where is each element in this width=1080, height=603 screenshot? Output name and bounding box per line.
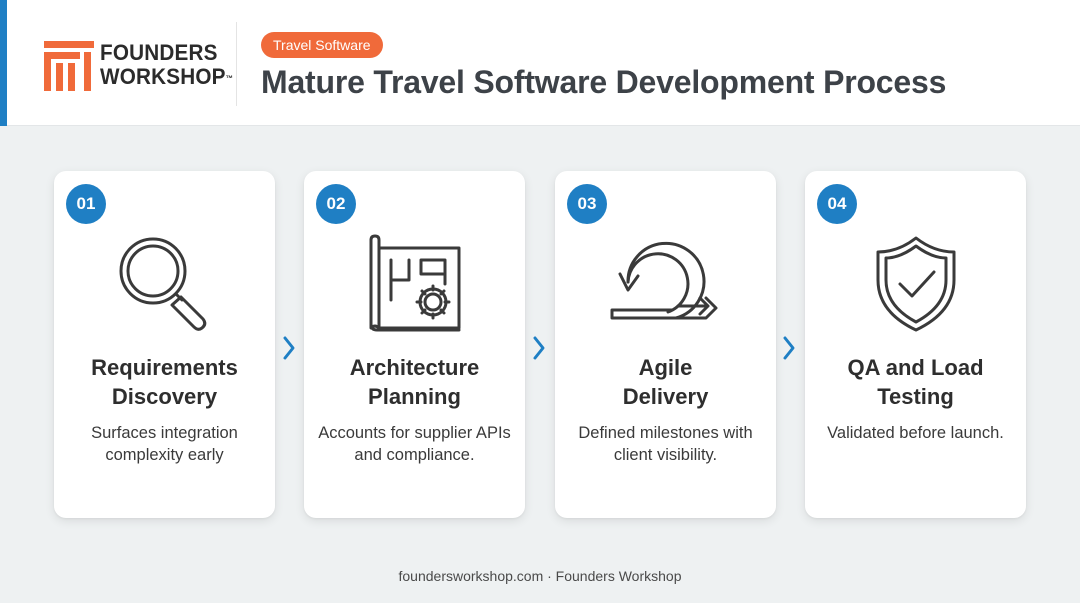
step-title: Agile Delivery: [622, 355, 709, 409]
step-card-requirements: 01 Requirements Discovery Surfaces integ…: [54, 171, 275, 518]
chevron-right-icon: [783, 336, 795, 360]
blueprint-gear-icon: [369, 234, 460, 332]
step-title: QA and Load Testing: [847, 355, 984, 409]
step-number-badge: 01: [66, 184, 106, 224]
magnifier-icon: [119, 237, 206, 331]
step-number-badge: 02: [316, 184, 356, 224]
step-number-badge: 03: [567, 184, 607, 224]
chevron-right-icon: [283, 336, 295, 360]
logo-line-1: FOUNDERS: [100, 40, 218, 65]
trademark-symbol: ™: [225, 74, 234, 83]
header-accent-bar: [0, 0, 7, 126]
footer-text: foundersworkshop.com · Founders Workshop: [398, 568, 682, 584]
step-description: Surfaces integration complexity early: [91, 424, 238, 464]
shield-check-icon: [876, 236, 955, 332]
step-number-badge: 04: [817, 184, 857, 224]
logo-line-2: WORKSHOP: [100, 64, 226, 89]
page-header: FOUNDERS WORKSHOP™ Travel Software Matur…: [0, 0, 1080, 126]
header-divider: [236, 22, 237, 106]
step-title: Requirements Discovery: [91, 355, 238, 409]
page-title: Mature Travel Software Development Proce…: [261, 64, 947, 100]
logo-mark-icon: [44, 41, 94, 91]
logo-wordmark: FOUNDERS WORKSHOP™: [100, 41, 233, 89]
step-card-qa: 04 QA and Load Testing Validated before …: [805, 171, 1026, 518]
cycle-arrow-icon: [610, 241, 717, 320]
step-card-architecture: 02 Architecture Planning Accounts for su…: [304, 171, 525, 518]
step-description: Accounts for supplier APIs and complianc…: [318, 424, 511, 464]
step-title: Architecture Planning: [349, 355, 480, 409]
step-card-agile: 03 Agile Delivery Defined milestones wit…: [555, 171, 776, 518]
category-tag: Travel Software: [261, 32, 383, 58]
step-description: Validated before launch.: [827, 424, 1004, 442]
chevron-right-icon: [533, 336, 545, 360]
step-description: Defined milestones with client visibilit…: [578, 424, 753, 464]
